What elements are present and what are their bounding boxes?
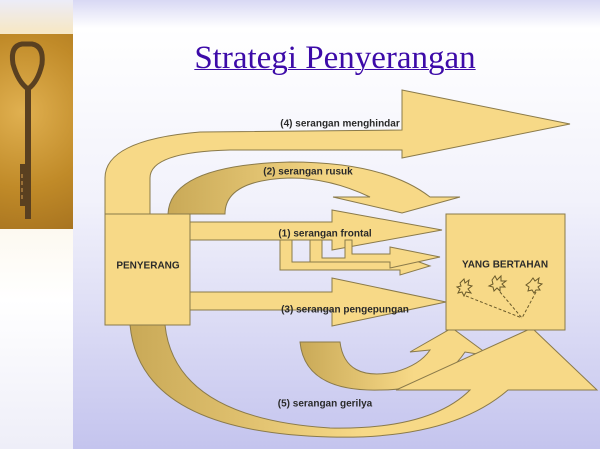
arrow-4: [104, 89, 571, 215]
label-arrow-4: (4) serangan menghindar: [280, 118, 400, 130]
label-arrow-3: (3) serangan pengepungan: [281, 304, 409, 316]
arrow-2: [167, 161, 461, 215]
label-arrow-1: (1) serangan frontal: [278, 228, 372, 240]
label-arrow-5: (5) serangan gerilya: [277, 398, 373, 410]
explosion-icons: [455, 274, 544, 319]
arrow-1: [189, 209, 443, 251]
explosion-icon: [525, 276, 544, 294]
explosion-icon: [487, 274, 508, 293]
defender-box: [445, 213, 566, 331]
label-arrow-2: (2) serangan rusuk: [263, 166, 353, 178]
attacker-box: [104, 213, 191, 326]
arrow-5: [129, 324, 599, 438]
arrow-1c: [309, 239, 441, 269]
attacker-label: PENYERANG: [116, 260, 180, 272]
explosion-icon: [455, 278, 474, 298]
key-icon: [9, 41, 45, 219]
arrow-3: [189, 277, 447, 327]
key-image: [0, 34, 73, 229]
slide-title: Strategi Penyerangan: [194, 40, 476, 76]
dashed-line: [465, 291, 537, 319]
defender-label: YANG BERTAHAN: [461, 259, 549, 271]
